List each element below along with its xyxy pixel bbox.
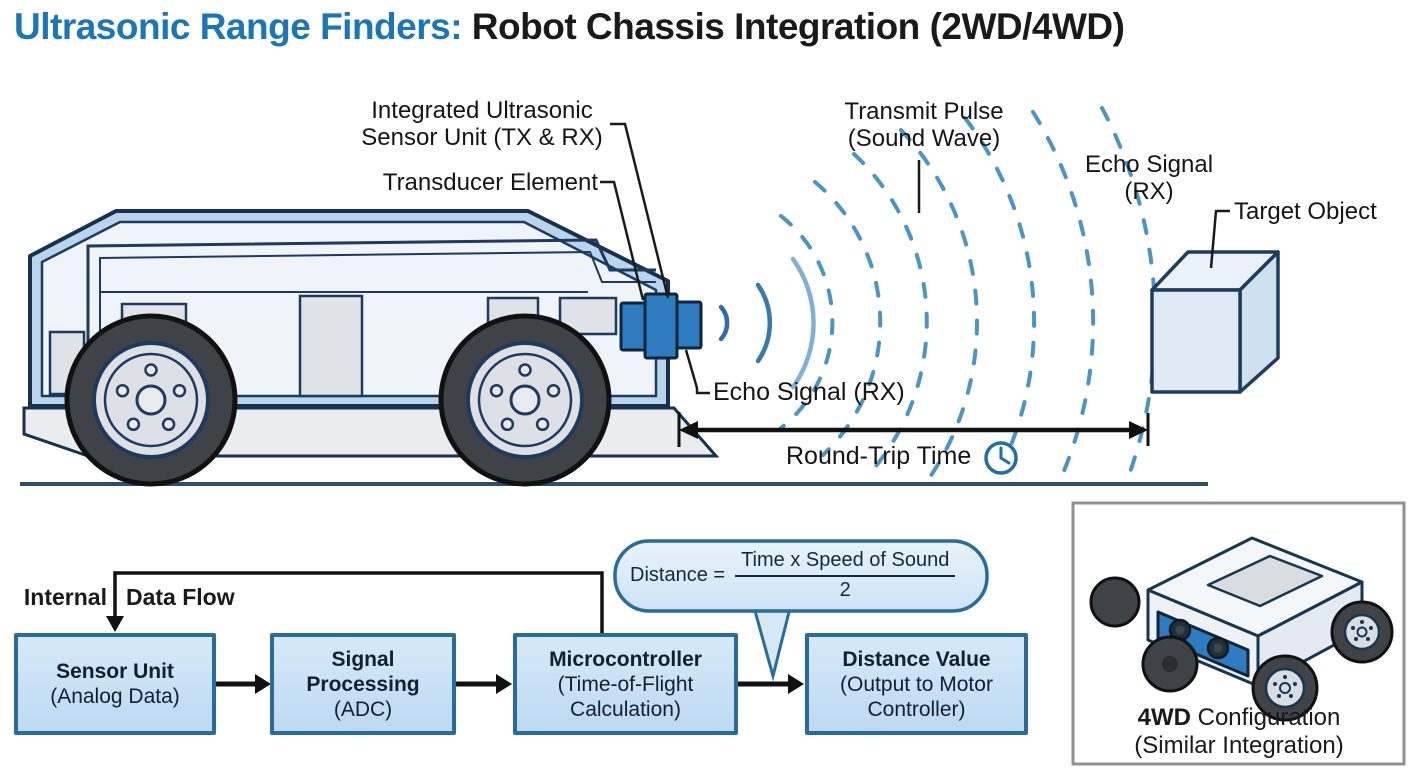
target-object-cube (1150, 250, 1280, 394)
label-echo-signal-mid: Echo Signal (RX) (713, 378, 905, 406)
flow-box-distance-value: Distance Value (Output to Motor Controll… (805, 633, 1028, 735)
label-data-flow: Data Flow (126, 584, 235, 610)
chassis-inner-frame-2 (99, 250, 656, 396)
label-target-object: Target Object (1234, 198, 1377, 225)
ultrasonic-sensor-unit (619, 292, 703, 360)
distance-formula: Distance = Time x Speed of Sound 2 (630, 549, 980, 602)
transmit-wave-arcs (718, 256, 816, 390)
clock-icon (984, 441, 1018, 475)
label-integrated-sensor-unit: Integrated Ultrasonic Sensor Unit (TX & … (361, 97, 603, 151)
formula-numerator: Time x Speed of Sound (735, 549, 956, 577)
round-trip-arrow (677, 412, 1150, 447)
label-transducer-element: Transducer Element (382, 169, 598, 196)
label-internal: Internal (23, 584, 107, 610)
robot-4wd-illustration (1089, 536, 1394, 722)
formula-lhs: Distance = (630, 564, 726, 586)
rear-wheel (64, 313, 238, 487)
label-echo-signal-top: Echo Signal (RX) (1084, 151, 1214, 205)
front-wheel (438, 313, 612, 487)
chassis-inner-frame (86, 238, 656, 396)
inset-4wd (1071, 501, 1406, 766)
feedback-connector (106, 571, 604, 633)
page-title-rest: Robot Chassis Integration (2WD/4WD) (462, 6, 1125, 47)
flow-box-microcontroller: Microcontroller (Time-of-Flight Calculat… (513, 633, 738, 735)
formula-fraction: Time x Speed of Sound 2 (735, 549, 956, 602)
label-transmit-pulse: Transmit Pulse (Sound Wave) (844, 98, 1004, 152)
inset-caption: 4WD Configuration (Similar Integration) (1088, 704, 1390, 760)
formula-denominator: 2 (839, 579, 851, 601)
label-round-trip-time: Round-Trip Time (786, 442, 972, 470)
page-title-highlight: Ultrasonic Range Finders: (14, 6, 463, 47)
inset-caption-rest: Configuration (1190, 704, 1341, 731)
page-title: Ultrasonic Range Finders: Robot Chassis … (14, 6, 1125, 48)
flow-arrows (216, 674, 804, 694)
inset-caption-bold: 4WD (1137, 704, 1191, 731)
flow-box-sensor-unit: Sensor Unit (Analog Data) (14, 633, 216, 735)
inset-caption-line2: (Similar Integration) (1134, 732, 1344, 759)
leader-lines (600, 122, 1230, 395)
robot-chassis-2wd (22, 209, 720, 487)
flow-box-signal-processing: Signal Processing (ADC) (270, 633, 456, 735)
